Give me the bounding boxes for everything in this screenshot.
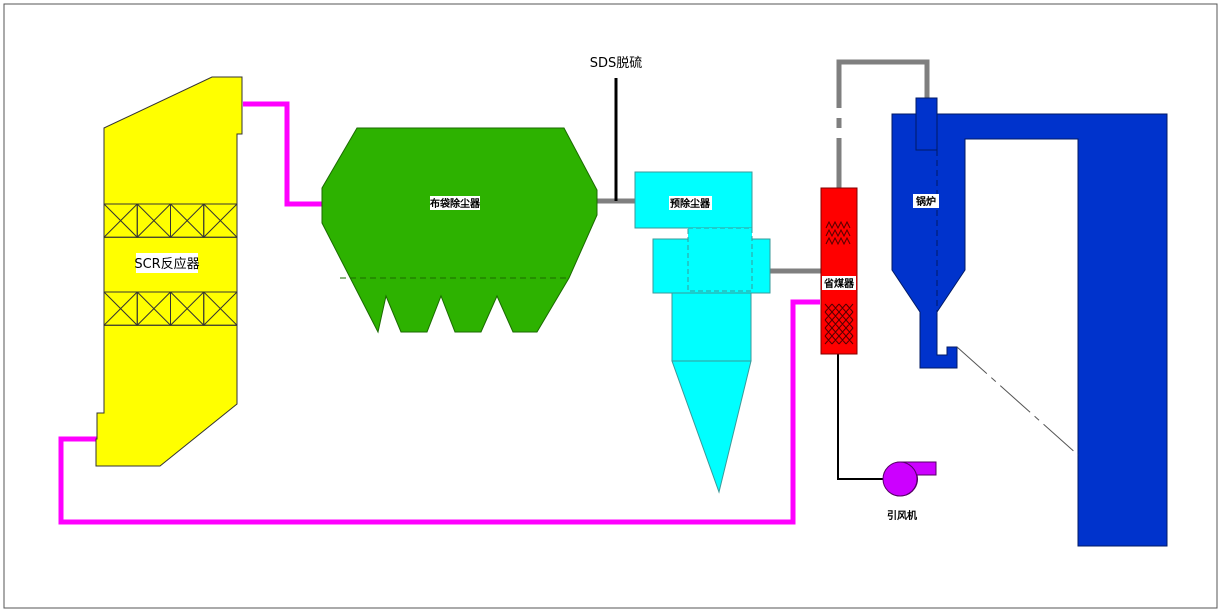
bag-filter-label-bg (430, 196, 480, 210)
economizer-label: 省煤器 (823, 277, 855, 290)
economizer-coils-bottom (824, 303, 854, 345)
catalyst-cross (203, 203, 238, 238)
catalyst-cell (203, 203, 238, 238)
catalyst-cross (103, 291, 138, 326)
boiler-outlet-stub (915, 97, 938, 151)
scr-reactor-label: SCR反应器 (134, 256, 199, 272)
pre-collector-cone (671, 360, 752, 494)
catalyst-cross (136, 291, 171, 326)
economizer: 省煤器 (820, 187, 858, 355)
economizer-label-bg (822, 276, 856, 290)
catalyst-cross (103, 203, 138, 238)
catalyst-cross (203, 291, 238, 326)
boiler-thin-line (956, 346, 1079, 456)
scr-label-bg (136, 253, 198, 273)
scr-catalyst-layer-2 (103, 291, 238, 326)
line-to-id-fan (837, 354, 884, 480)
fan-wheel-icon (882, 461, 918, 497)
duct-economizer-to-scr (58, 299, 820, 525)
economizer-coil-row (824, 319, 854, 329)
boiler-body (891, 113, 1168, 547)
economizer-coil-row (824, 327, 854, 337)
pre-collector-inner (687, 227, 753, 292)
boiler-label-bg (913, 194, 939, 208)
economizer-coil-row (824, 335, 854, 345)
id-fan-label: 引风机 (887, 509, 917, 522)
economizer-coil-row (824, 303, 854, 313)
pre-collector-label-bg (669, 196, 712, 210)
id-fan: 引风机 (882, 461, 937, 522)
catalyst-cross (170, 203, 205, 238)
pre-collector: 预除尘器 (634, 171, 771, 494)
economizer-coils-top (825, 220, 851, 246)
pre-collector-label: 预除尘器 (670, 197, 711, 210)
sds-label: SDS脱硫 (590, 56, 643, 71)
bag-filter-body (321, 127, 598, 334)
bag-filter-label: 布袋除尘器 (430, 197, 481, 210)
bag-filter: 布袋除尘器 (321, 127, 598, 334)
boiler-label: 锅炉 (916, 195, 936, 208)
catalyst-cross (170, 291, 205, 326)
pre-collector-barrel (671, 292, 752, 362)
catalyst-cross (136, 203, 171, 238)
economizer-coil-row (824, 311, 854, 321)
scr-reactor: SCR反应器 (95, 76, 243, 467)
duct-boiler-to-economizer (836, 59, 930, 108)
duct-scr-to-bagfilter (243, 101, 323, 207)
scr-catalyst-layer-1 (103, 203, 238, 238)
catalyst-cell (203, 291, 238, 326)
ducts (58, 59, 930, 525)
boiler: 锅炉 (891, 97, 1168, 547)
